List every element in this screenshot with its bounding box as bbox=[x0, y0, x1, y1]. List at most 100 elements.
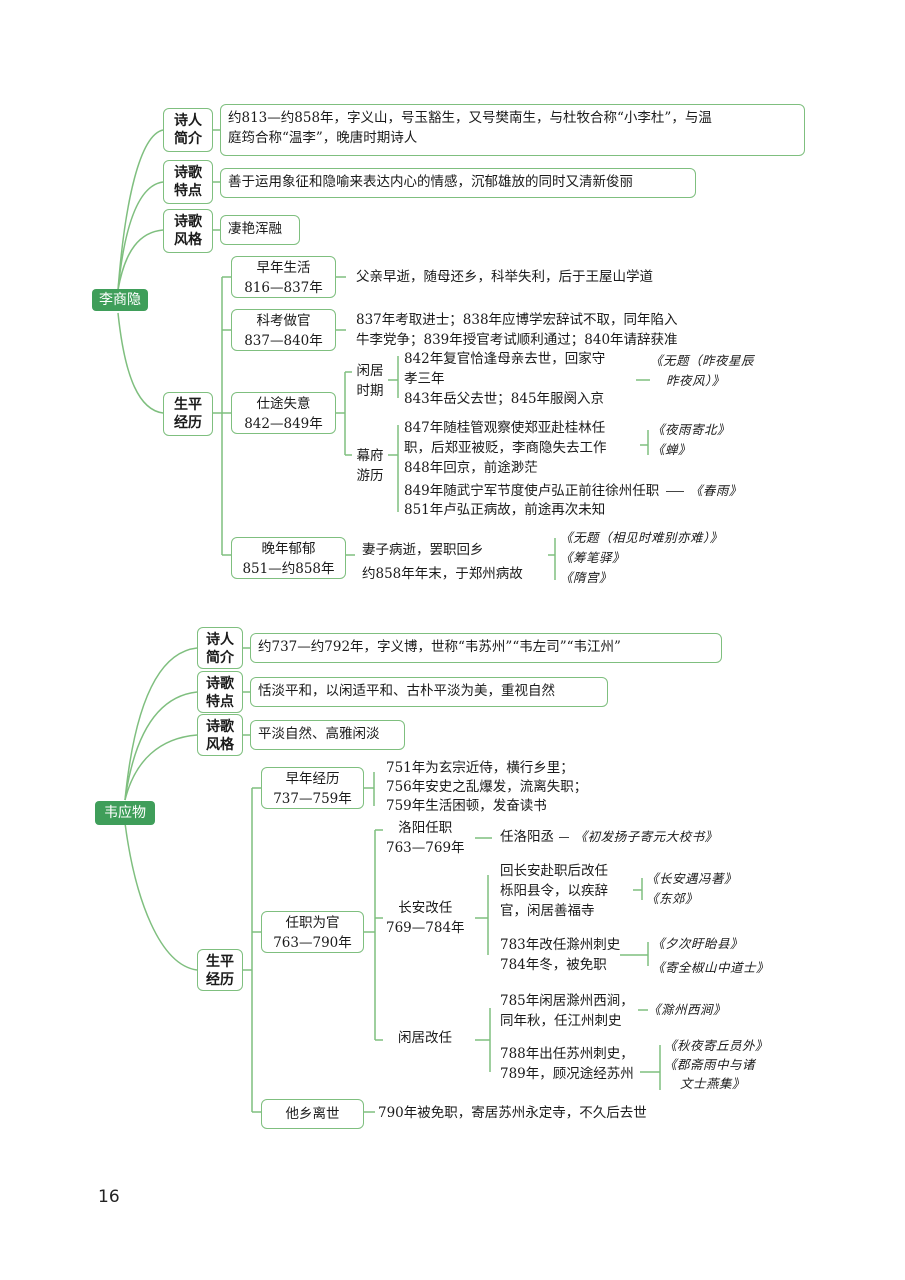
li-late-box: 晚年郁郁 851—约858年 bbox=[231, 537, 346, 579]
wei-luoyang-text: 任洛阳丞 《初发扬子寄元大校书》 bbox=[500, 827, 718, 847]
stage-years: 851—约858年 bbox=[242, 561, 335, 577]
poem-line: 《蝉》 bbox=[652, 442, 692, 457]
wei-idle-b-poems: 《秋夜寄丘员外》 《郡斋雨中与诸 文士燕集》 bbox=[664, 1036, 768, 1093]
stage-years: 837—840年 bbox=[244, 333, 323, 349]
poem-line: 《夜雨寄北》 bbox=[652, 422, 731, 437]
label-line: 风格 bbox=[174, 232, 202, 248]
label-line: 诗人 bbox=[174, 113, 202, 129]
label-line: 生平 bbox=[174, 397, 202, 413]
text-line: 847年随桂管观察使郑亚赴桂林任 bbox=[404, 420, 606, 436]
stage-title: 任职为官 bbox=[285, 915, 340, 931]
text-line: 756年安史之乱爆发，流离失职； bbox=[386, 779, 588, 795]
text-line: 783年改任滁州刺史 bbox=[500, 937, 621, 953]
stage-title: 他乡离世 bbox=[285, 1106, 340, 1122]
page-number: 16 bbox=[98, 1187, 120, 1207]
li-career-box: 仕途失意 842—849年 bbox=[231, 392, 336, 434]
label-line: 幕府 bbox=[356, 448, 384, 464]
text-line: 恬淡平和，以闲适平和、古朴平淡为美，重视自然 bbox=[258, 683, 555, 699]
label-line: 诗人 bbox=[206, 632, 234, 648]
wei-changan-b-poems: 《夕次盱眙县》 《寄全椒山中道士》 bbox=[652, 932, 769, 980]
wei-idle-label: 闲居改任 bbox=[398, 1030, 452, 1046]
stage-years: 763—769年 bbox=[386, 840, 465, 856]
text-line: 约858年年末，于郑州病故 bbox=[362, 566, 523, 582]
stage-years: 769—784年 bbox=[386, 920, 465, 936]
label-line: 经历 bbox=[206, 972, 234, 988]
text-line: 789年，顾况途经苏州 bbox=[500, 1066, 634, 1082]
wei-style-box: 平淡自然、高雅闲淡 bbox=[250, 720, 405, 750]
poem-line: 《秋夜寄丘员外》 bbox=[664, 1038, 769, 1053]
wei-idle-b-text: 788年出任苏州刺史， 789年，顾况途经苏州 bbox=[500, 1044, 634, 1084]
stage-years: 737—759年 bbox=[273, 791, 352, 807]
poem-line: 《初发扬子寄元大校书》 bbox=[574, 829, 718, 844]
wei-office-box: 任职为官 763—790年 bbox=[261, 911, 364, 953]
text-line: 759年生活困顿，发奋读书 bbox=[386, 798, 547, 814]
text-line: 约813—约858年，字义山，号玉豁生，又号樊南生，与杜牧合称“小李杜”，与温 bbox=[228, 110, 712, 126]
li-early-box: 早年生活 816—837年 bbox=[231, 256, 336, 298]
wei-intro-box: 约737—约792年，字义博，世称“韦苏州”“韦左司”“韦江州” bbox=[250, 633, 722, 663]
text-line: 784年冬，被免职 bbox=[500, 957, 607, 973]
li-feature-label: 诗歌 特点 bbox=[163, 160, 213, 204]
poem-line: 昨夜风）》 bbox=[666, 373, 725, 388]
label-line: 诗歌 bbox=[206, 676, 234, 692]
wei-intro-label: 诗人 简介 bbox=[197, 627, 243, 669]
text-line: 同年秋，任江州刺史 bbox=[500, 1013, 622, 1029]
text-line: 凄艳浑融 bbox=[228, 221, 282, 237]
label-line: 风格 bbox=[206, 737, 234, 753]
li-intro-box: 约813—约858年，字义山，号玉豁生，又号樊南生，与杜牧合称“小李杜”，与温 … bbox=[220, 104, 805, 156]
text-line: 官，闲居善福寺 bbox=[500, 903, 595, 919]
poem-line: 《无题（相见时难别亦难）》 bbox=[560, 530, 723, 545]
wei-early-box: 早年经历 737—759年 bbox=[261, 767, 364, 809]
label-line: 特点 bbox=[206, 694, 234, 710]
li-travel-text2: 849年随武宁军节度使卢弘正前往徐州任职 《春雨》 bbox=[404, 481, 742, 501]
label-line: 诗歌 bbox=[206, 719, 234, 735]
wei-feature-box: 恬淡平和，以闲适平和、古朴平淡为美，重视自然 bbox=[250, 677, 608, 707]
text-line: 善于运用象征和隐喻来表达内心的情感，沉郁雄放的同时又清新俊丽 bbox=[228, 174, 633, 190]
text-line: 任洛阳丞 bbox=[500, 829, 554, 845]
wei-idle-a-poem: 《滁州西涧》 bbox=[648, 1002, 727, 1017]
wei-style-label: 诗歌 风格 bbox=[197, 714, 243, 756]
label-line: 经历 bbox=[174, 415, 202, 431]
label-line: 闲居 bbox=[356, 363, 384, 379]
wei-changan-b-text: 783年改任滁州刺史 784年冬，被免职 bbox=[500, 935, 620, 975]
label-line: 生平 bbox=[206, 954, 234, 970]
wei-changan-a-text: 回长安赴职后改任 栎阳县令，以疾辞 官，闲居善福寺 bbox=[500, 861, 608, 921]
li-late-text: 妻子病逝，罢职回乡 约858年年末，于郑州病故 bbox=[362, 538, 523, 586]
dash bbox=[665, 491, 684, 492]
li-early-text: 父亲早逝，随母还乡，科举失利，后于王屋山学道 bbox=[356, 269, 653, 285]
text-line: 848年回京，前途渺茫 bbox=[404, 460, 538, 476]
li-travel-poems1: 《夜雨寄北》 《蝉》 bbox=[652, 420, 730, 460]
poem-line: 《郡斋雨中与诸 bbox=[664, 1057, 756, 1072]
stage-title: 科考做官 bbox=[256, 313, 311, 329]
text-line: 妻子病逝，罢职回乡 bbox=[362, 542, 484, 558]
text-line: 栎阳县令，以疾辞 bbox=[500, 883, 608, 899]
text-line: 842年复官恰逢母亲去世，回家守 bbox=[404, 351, 606, 367]
text-line: 788年出任苏州刺史， bbox=[500, 1046, 634, 1062]
wei-changan-label: 长安改任 769—784年 bbox=[386, 898, 465, 938]
wei-feature-label: 诗歌 特点 bbox=[197, 671, 243, 713]
text-line: 平淡自然、高雅闲淡 bbox=[258, 726, 380, 742]
li-life-label: 生平 经历 bbox=[163, 392, 213, 436]
li-travel-label: 幕府 游历 bbox=[352, 446, 388, 486]
text-line: 孝三年 bbox=[404, 371, 445, 387]
li-idle-label: 闲居 时期 bbox=[352, 361, 388, 401]
label-line: 游历 bbox=[356, 468, 384, 484]
li-feature-box: 善于运用象征和隐喻来表达内心的情感，沉郁雄放的同时又清新俊丽 bbox=[220, 168, 696, 198]
stage-years: 763—790年 bbox=[273, 935, 352, 951]
poem-line: 《夕次盱眙县》 bbox=[652, 936, 744, 951]
text-line: 牛李党争；839年授官考试顺利通过；840年请辞获准 bbox=[356, 332, 678, 348]
wei-death-box: 他乡离世 bbox=[261, 1099, 364, 1129]
root-wei-yingwu: 韦应物 bbox=[95, 801, 155, 825]
poem-line: 《春雨》 bbox=[689, 483, 742, 498]
wei-changan-a-poems: 《长安遇冯著》 《东郊》 bbox=[646, 869, 737, 909]
text-line: 785年闲居滁州西涧， bbox=[500, 993, 634, 1009]
stage-title: 仕途失意 bbox=[256, 396, 311, 412]
poem-line: 文士燕集》 bbox=[680, 1076, 746, 1091]
li-idle-poem: 《无题（昨夜星辰 昨夜风）》 bbox=[650, 351, 754, 391]
text-line: 849年随武宁军节度使卢弘正前往徐州任职 bbox=[404, 483, 660, 499]
li-idle-text: 842年复官恰逢母亲去世，回家守 孝三年 843年岳父去世；845年服阕入京 bbox=[404, 349, 605, 409]
label-line: 特点 bbox=[174, 183, 202, 199]
poem-line: 《长安遇冯著》 bbox=[646, 871, 738, 886]
text-line: 751年为玄宗近侍，横行乡里； bbox=[386, 760, 574, 776]
stage-title: 早年经历 bbox=[285, 771, 340, 787]
